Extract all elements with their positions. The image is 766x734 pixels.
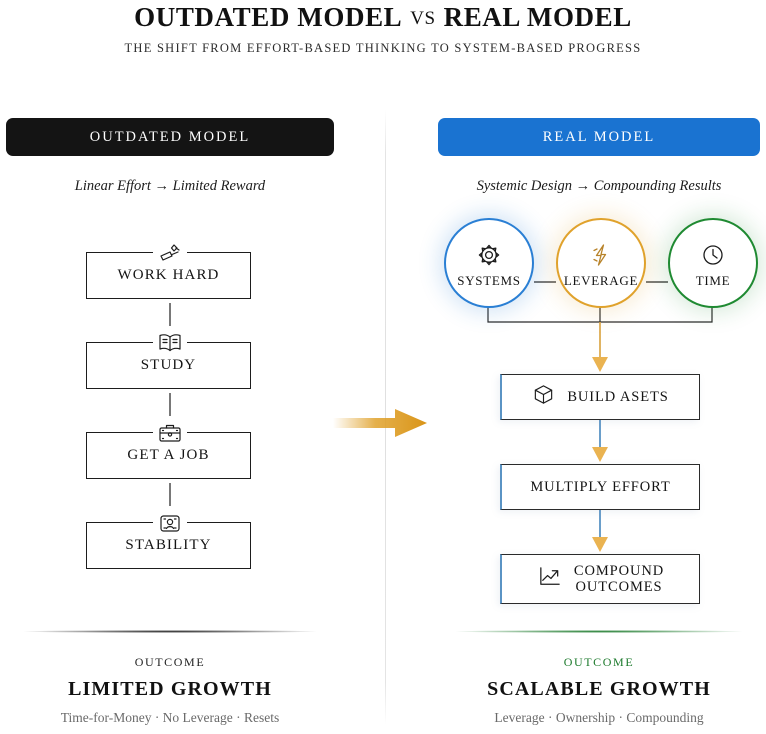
pillar-leverage[interactable]: LEVERAGE [556,218,646,308]
outcome-subtext: Time-for-Money · No Leverage · Resets [60,710,280,725]
title-vs-text: VS [410,8,436,29]
outcome-title: LIMITED GROWTH [68,678,272,700]
outdated-model-outcome: OUTCOME LIMITED GROWTH Time-for-Money · … [6,630,334,726]
outdated-model-flow: WORK HARD STUDY [86,236,253,569]
outcome-subtext: Leverage · Ownership · Compounding [494,710,704,725]
flow-arrow-4-icon [500,420,700,464]
flow-node-build-assets[interactable]: BUILD ASETS [500,374,700,420]
page-subtitle: THE SHIFT FROM EFFORT-BASED THINKING TO … [124,41,642,55]
flow-node-label: MULTIPLY EFFORT [530,478,671,495]
pillar-systems[interactable]: SYSTEMS [444,218,534,308]
title-right-text: REAL MODEL [443,2,632,32]
flow-node-label: WORK HARD [86,252,251,299]
real-model-flow: BUILD ASETS MULTIPLY EFFORT [500,374,700,604]
outcome-title: SCALABLE GROWTH [487,678,711,700]
flow-node-label-line2: OUTCOMES [575,579,663,595]
title-left-text: OUTDATED MODEL [134,2,403,32]
real-model-panel: REAL MODEL Systemic Design → Compounding… [438,118,760,195]
flow-arrow-5-icon [500,510,700,554]
cube-icon [532,383,555,411]
flow-node-get-a-job[interactable]: GET A JOB [86,416,253,479]
outdated-model-header: OUTDATED MODEL [6,118,334,156]
flow-node-work-hard[interactable]: WORK HARD [86,236,253,299]
hammer-icon [152,236,187,268]
page-title: OUTDATED MODEL VS REAL MODEL [0,2,766,33]
briefcase-icon [152,416,187,448]
pillar-label: TIME [695,272,731,288]
outdated-model-tagline: Linear Effort → Limited Reward [74,178,266,194]
pillar-bracket-connector [487,302,713,372]
transition-arrow-icon [333,406,433,440]
flow-node-multiply-effort[interactable]: MULTIPLY EFFORT [500,464,700,510]
flow-node-label: STUDY [86,342,251,389]
pillar-circles: SYSTEMS LEVERAGE TIME [440,218,762,310]
outcome-label: OUTCOME [134,655,206,669]
security-badge-icon [152,506,187,538]
center-divider [385,110,386,725]
pillar-connector-lines [534,281,668,283]
pillar-label: LEVERAGE [563,272,639,288]
outcome-divider-rule [24,630,316,633]
flow-node-label: COMPOUND OUTCOMES [574,563,664,595]
open-book-icon [152,326,187,358]
flow-node-label: BUILD ASETS [567,388,669,405]
outcome-divider-rule [456,630,742,633]
real-model-header: REAL MODEL [438,118,760,156]
outcome-label: OUTCOME [563,655,635,669]
pillar-time[interactable]: TIME [668,218,758,308]
flow-node-study[interactable]: STUDY [86,326,253,389]
outdated-model-panel: OUTDATED MODEL Linear Effort → Limited R… [6,118,334,195]
real-model-tagline: Systemic Design → Compounding Results [476,178,722,194]
flow-node-label-line1: COMPOUND [573,562,665,579]
lightning-bolt-icon [588,240,614,270]
growth-chart-icon [537,564,562,594]
gear-icon [476,240,502,270]
flow-node-compound-outcomes[interactable]: COMPOUND OUTCOMES [500,554,700,604]
real-model-outcome: OUTCOME SCALABLE GROWTH Leverage · Owner… [438,630,760,726]
pillar-label: SYSTEMS [457,272,521,288]
flow-node-stability[interactable]: STABILITY [86,506,253,569]
clock-icon [700,240,726,270]
